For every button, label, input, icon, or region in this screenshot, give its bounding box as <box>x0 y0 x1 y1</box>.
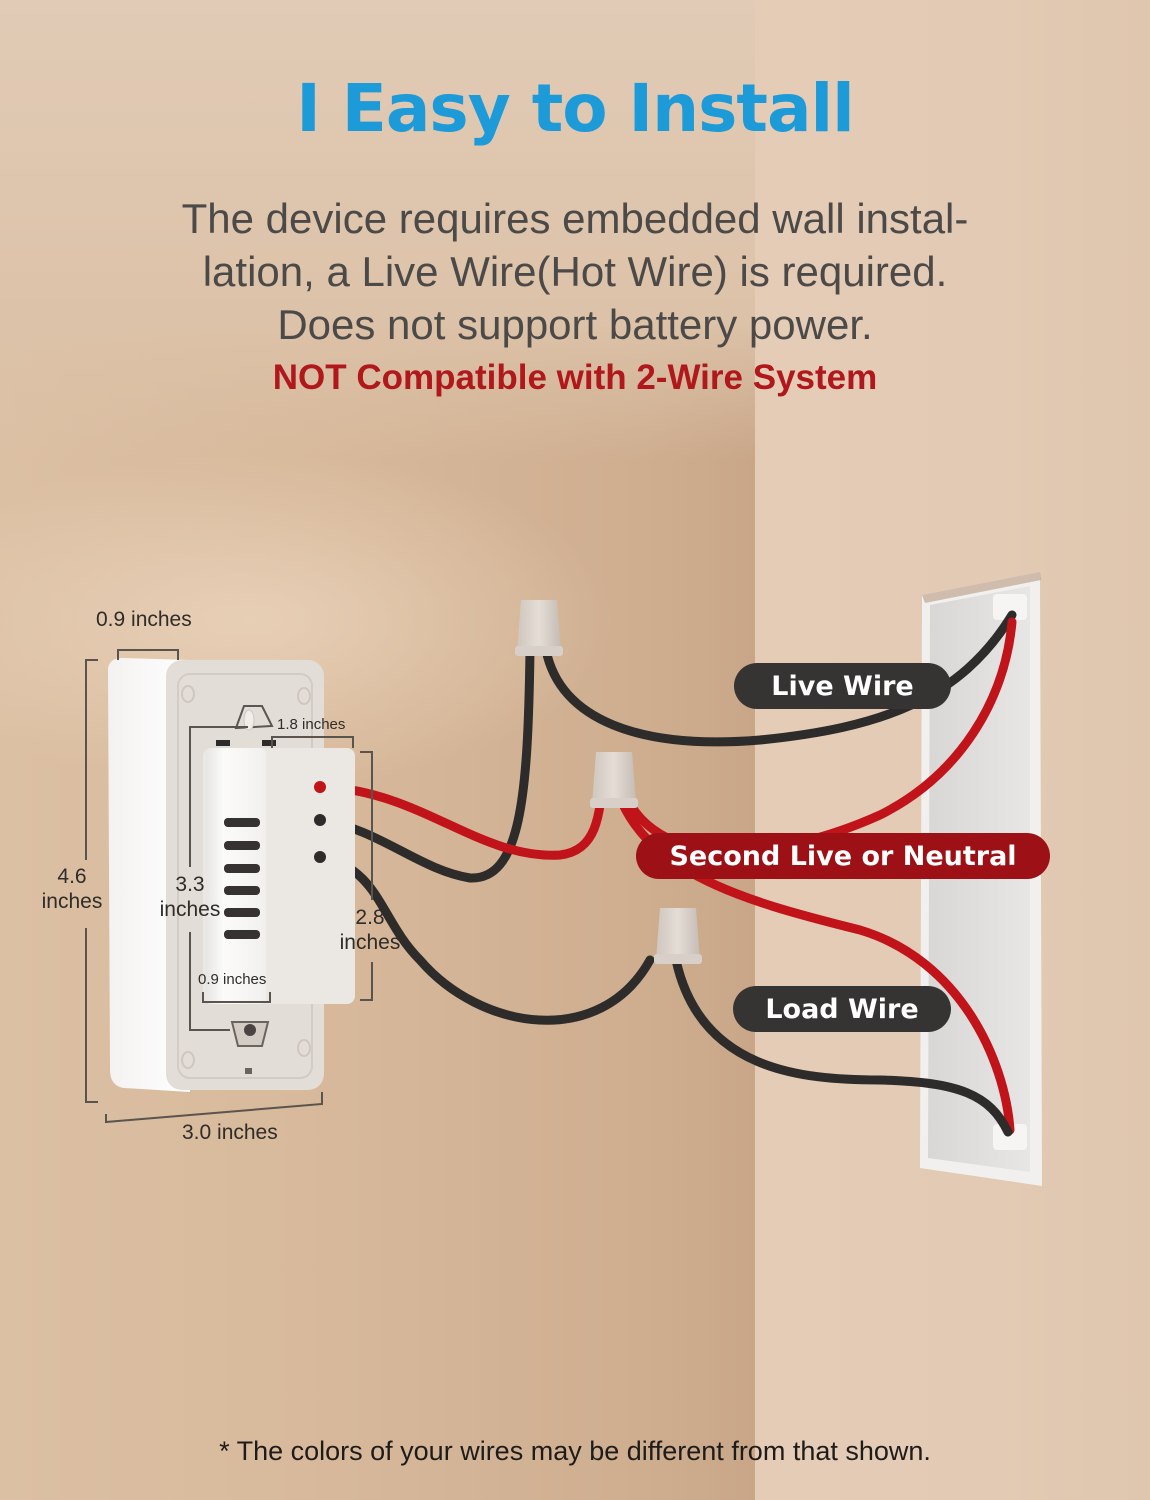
dimension-height-total: 4.6 inches <box>41 865 103 914</box>
module-width-bracket <box>271 736 354 748</box>
height-bracket-bottom <box>85 928 98 1103</box>
dimension-lines <box>85 649 373 1124</box>
dimension-module-depth: 0.9 inches <box>198 971 267 988</box>
terminal-height-top <box>360 751 373 900</box>
module-height-bottom <box>189 932 230 1031</box>
label-second-live-or-neutral: Second Live or Neutral <box>636 833 1050 879</box>
terminal-red <box>314 781 326 793</box>
wire-nut-top <box>515 600 563 656</box>
description-line: Does not support battery power. <box>277 301 873 348</box>
install-description: The device requires embedded wall instal… <box>0 192 1150 351</box>
label-live-wire: Live Wire <box>734 663 951 709</box>
module-depth-bracket <box>202 992 271 1003</box>
terminal-height-bottom <box>360 962 373 1001</box>
description-line: The device requires embedded wall instal… <box>181 195 969 242</box>
width-bracket <box>105 1092 323 1124</box>
label-load-wire: Load Wire <box>733 986 951 1032</box>
description-line: lation, a Live Wire(Hot Wire) is require… <box>202 248 948 295</box>
compatibility-warning: NOT Compatible with 2-Wire System <box>272 358 878 397</box>
box-terminal-top <box>993 594 1027 620</box>
module-height-top <box>189 726 248 867</box>
wire-nut-middle <box>590 752 638 808</box>
wall-left-top-shade <box>0 0 755 460</box>
dimension-terminal-height: 2.8 inches <box>339 906 401 955</box>
height-bracket-top <box>85 659 98 860</box>
dimension-module-height: 3.3 inches <box>159 873 221 922</box>
wall-box <box>920 572 1042 1186</box>
box-terminal-bottom <box>993 1124 1027 1150</box>
terminal-black-1 <box>314 814 326 826</box>
terminal-black-2 <box>314 851 326 863</box>
smart-switch-device <box>108 658 355 1092</box>
wire-nut-bottom <box>654 908 702 964</box>
depth-bracket <box>117 649 179 660</box>
page-title: I Easy to Install <box>296 70 854 147</box>
dimension-width-total: 3.0 inches <box>182 1121 278 1144</box>
dimension-depth-total: 0.9 inches <box>96 608 192 631</box>
vent-slots <box>224 818 260 939</box>
wire-color-footnote: * The colors of your wires may be differ… <box>219 1436 931 1466</box>
dimension-module-width: 1.8 inches <box>277 716 346 733</box>
